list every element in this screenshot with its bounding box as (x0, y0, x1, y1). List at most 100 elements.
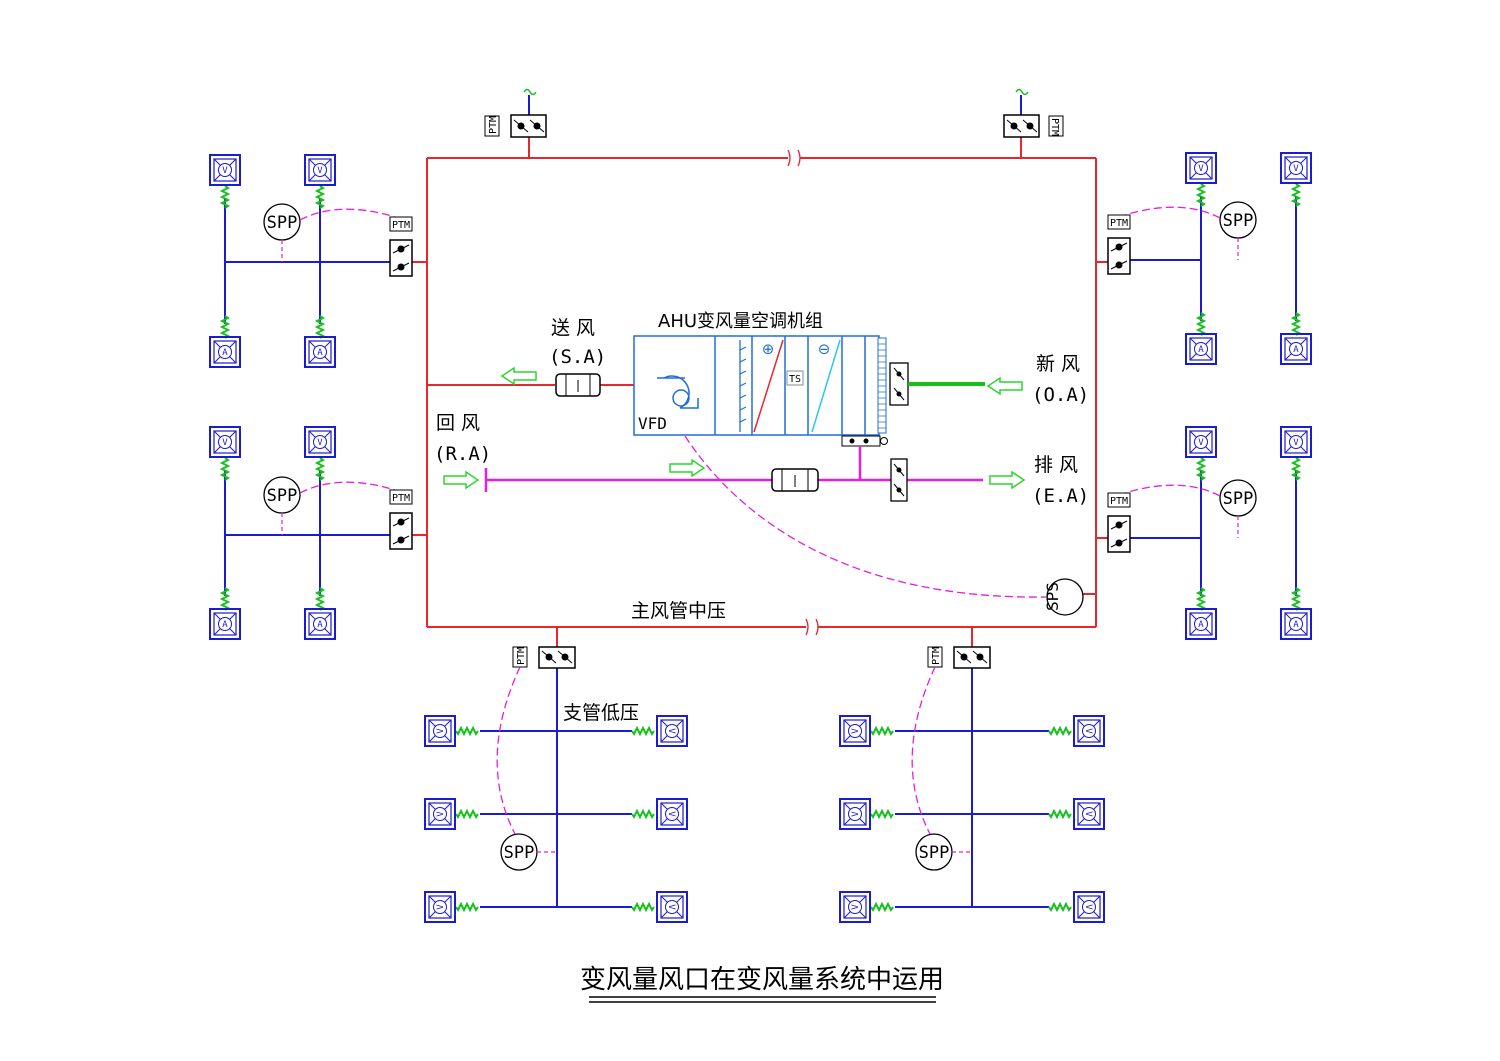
fresh-label-cn: 新 风 (1036, 353, 1080, 375)
svg-text:SPP: SPP (267, 213, 298, 233)
vav-outlet-letter: A (1293, 620, 1299, 630)
vav-outlet: V (209, 154, 241, 186)
svg-text:PTM: PTM (931, 647, 942, 665)
vav-outlet-letter: V (222, 438, 228, 448)
supply-silencer (555, 373, 601, 397)
return-silencer (771, 468, 819, 492)
spp-sensor: SPP (263, 476, 301, 514)
vav-zones: V A V A SPP PTM V A V A SPP PTM V A V A SPP PTM V A V A SPP PTM… (209, 152, 1312, 923)
vfd-label: VFD (638, 414, 667, 433)
ptm-label: PTM (1049, 118, 1060, 136)
return-duct (484, 446, 983, 492)
vav-outlet-letter: V (1083, 904, 1093, 910)
supply-arrow (500, 366, 537, 386)
vav-outlet: V (304, 154, 336, 186)
vav-outlet-letter: V (1083, 728, 1093, 734)
vav-outlet-letter: V (436, 904, 446, 910)
zone-left-upper: V A V A SPP PTM (209, 154, 413, 368)
spp-sensor: SPP (1219, 479, 1257, 517)
vav-outlet: A (209, 608, 241, 640)
svg-text:PTM: PTM (1110, 496, 1128, 507)
vav-outlet-letter: A (317, 348, 323, 358)
svg-text:SPP: SPP (919, 843, 950, 863)
spp-sensor: SPP (500, 833, 538, 871)
exhaust-label-abbr: (E.A) (1032, 485, 1089, 507)
fresh-air-damper (889, 362, 985, 406)
cooling-coil-symbol: ⊖ (818, 340, 831, 358)
heating-coil-symbol: ⊕ (762, 340, 775, 358)
svg-text:PTM: PTM (392, 493, 410, 504)
vav-outlet: V (424, 798, 456, 830)
vav-outlet: V (1073, 798, 1105, 830)
vav-outlet: V (1280, 426, 1312, 458)
vav-outlet-letter: A (317, 620, 323, 630)
exhaust-arrow (989, 470, 1026, 490)
top-right-terminal: PTM (1003, 88, 1064, 138)
vav-outlet-letter: V (1293, 164, 1299, 174)
vav-outlet-letter: V (436, 728, 446, 734)
svg-text:PTM: PTM (1110, 218, 1128, 229)
vav-outlet: A (209, 336, 241, 368)
vav-outlet-letter: V (666, 904, 676, 910)
return-label-cn: 回 风 (436, 412, 480, 434)
vav-outlet-letter: V (222, 166, 228, 176)
zone-bottom-right: V V V V V V PTM SPP (839, 646, 1105, 923)
vav-outlet: V (656, 891, 688, 923)
branch-duct-label: 支管低压 (563, 702, 639, 724)
flow-labels: 送 风 (S.A) 回 风 (R.A) 新 风 (O.A) 排 风 (E.A) … (434, 317, 1089, 724)
vav-outlet-letter: A (1293, 345, 1299, 355)
return-arrow-mid (669, 458, 706, 478)
ptm-label: PTM (488, 116, 499, 134)
spp-sensor: SPP (263, 203, 301, 241)
vav-outlet-letter: A (222, 620, 228, 630)
main-duct-label: 主风管中压 (631, 600, 726, 622)
main-duct (412, 137, 1108, 647)
ahu-title: AHU变风量空调机组 (658, 311, 823, 332)
terminal-damper: PTM (1107, 214, 1131, 275)
vav-outlet: A (1280, 608, 1312, 640)
vav-outlet: V (656, 798, 688, 830)
vav-outlet: A (304, 336, 336, 368)
vav-outlet-letter: V (436, 811, 446, 817)
supply-label-cn: 送 风 (551, 317, 595, 339)
exhaust-label-cn: 排 风 (1034, 454, 1078, 476)
vav-outlet-letter: V (851, 811, 861, 817)
vav-outlet: V (1185, 152, 1217, 184)
vav-outlet-letter: A (1198, 345, 1204, 355)
vav-outlet: V (656, 715, 688, 747)
terminal-damper: PTM (512, 646, 576, 669)
vav-outlet: V (1185, 426, 1217, 458)
vav-outlet-letter: V (1198, 164, 1204, 174)
vav-outlet-letter: V (666, 728, 676, 734)
svg-text:SPP: SPP (504, 843, 535, 863)
svg-text:SPP: SPP (1223, 489, 1254, 509)
vav-outlet: A (1280, 333, 1312, 365)
static-pressure-sensor: SPS (684, 435, 1084, 616)
vav-outlet: V (424, 891, 456, 923)
terminal-damper: PTM (389, 216, 413, 277)
terminal-damper: PTM (927, 646, 991, 669)
vav-outlet: A (1185, 608, 1217, 640)
zone-right-upper: V A V A SPP PTM (1107, 152, 1312, 365)
vav-outlet-letter: V (851, 904, 861, 910)
vav-outlet-letter: V (851, 728, 861, 734)
fresh-label-abbr: (O.A) (1032, 384, 1089, 406)
spp-sensor: SPP (1219, 201, 1257, 239)
supply-label-abbr: (S.A) (549, 346, 606, 368)
vav-outlet-letter: A (222, 348, 228, 358)
terminal-damper: PTM (389, 489, 413, 550)
vav-outlet-letter: A (1198, 620, 1204, 630)
vav-outlet-letter: V (1083, 811, 1093, 817)
return-label-abbr: (R.A) (434, 443, 491, 465)
vav-outlet: V (839, 891, 871, 923)
vav-outlet-letter: V (317, 166, 323, 176)
sps-label: SPS (1043, 582, 1062, 611)
vav-outlet-letter: V (317, 438, 323, 448)
spp-sensor: SPP (915, 833, 953, 871)
vav-outlet: V (304, 426, 336, 458)
airflow-arrows (443, 366, 1026, 490)
zone-bottom-left: V V V V V V PTM SPP (424, 646, 688, 923)
ahu-unit: ⊕ ⊖ TS VFD AHU变风量空调机组 (633, 311, 888, 447)
vav-outlet: V (1073, 891, 1105, 923)
svg-text:PTM: PTM (392, 220, 410, 231)
